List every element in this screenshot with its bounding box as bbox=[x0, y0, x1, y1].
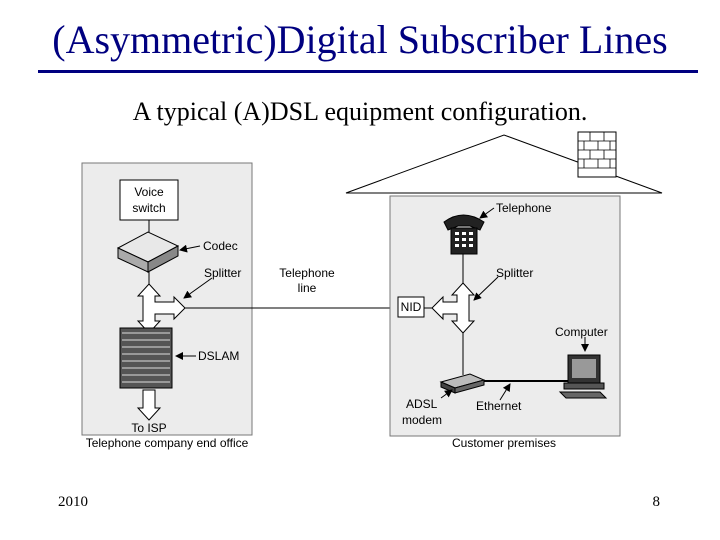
eo-splitter-label: Splitter bbox=[204, 266, 241, 280]
title-underline bbox=[38, 70, 698, 73]
adsl-modem-label-2: modem bbox=[402, 413, 442, 427]
to-isp-arrow bbox=[136, 389, 162, 421]
ethernet-label: Ethernet bbox=[476, 399, 522, 413]
eo-splitter-pointer bbox=[183, 277, 213, 299]
customer-premises-caption: Customer premises bbox=[452, 436, 556, 450]
adsl-modem-label-1: ADSL bbox=[406, 397, 438, 411]
page-number: 8 bbox=[652, 494, 661, 510]
slide-title: (Asymmetric)Digital Subscriber Lines bbox=[52, 17, 668, 62]
dslam-label: DSLAM bbox=[198, 349, 239, 363]
modem-pointer bbox=[440, 389, 453, 399]
footer-year: 2010 bbox=[58, 494, 88, 510]
codec-device bbox=[116, 231, 180, 273]
telephone-line-label-1: Telephone bbox=[279, 266, 335, 280]
telephone-pointer bbox=[479, 207, 495, 219]
codec-pointer bbox=[179, 244, 201, 253]
cust-splitter-label: Splitter bbox=[496, 266, 533, 280]
computer-label: Computer bbox=[555, 325, 608, 339]
telephone-label: Telephone bbox=[496, 201, 552, 215]
computer-icon bbox=[558, 354, 608, 399]
slide-subtitle: A typical (A)DSL equipment configuration… bbox=[132, 97, 588, 126]
nid-box bbox=[397, 296, 425, 318]
house-roof bbox=[345, 131, 663, 194]
customer-splitter bbox=[431, 282, 476, 334]
to-isp-label: To ISP bbox=[131, 421, 166, 435]
nid-label: NID bbox=[401, 300, 422, 314]
codec-label: Codec bbox=[203, 239, 238, 253]
cust-splitter-pointer bbox=[473, 276, 499, 301]
end-office-caption: Telephone company end office bbox=[86, 436, 249, 450]
voice-switch-label-2: switch bbox=[132, 201, 165, 215]
telephone-icon bbox=[443, 214, 485, 255]
telephone-line-label-2: line bbox=[298, 281, 317, 295]
end-office-splitter bbox=[136, 283, 186, 334]
voice-switch-label-1: Voice bbox=[134, 185, 164, 199]
voice-switch-box bbox=[119, 179, 179, 221]
ethernet-pointer bbox=[499, 383, 511, 401]
dslam-rack bbox=[119, 327, 173, 389]
